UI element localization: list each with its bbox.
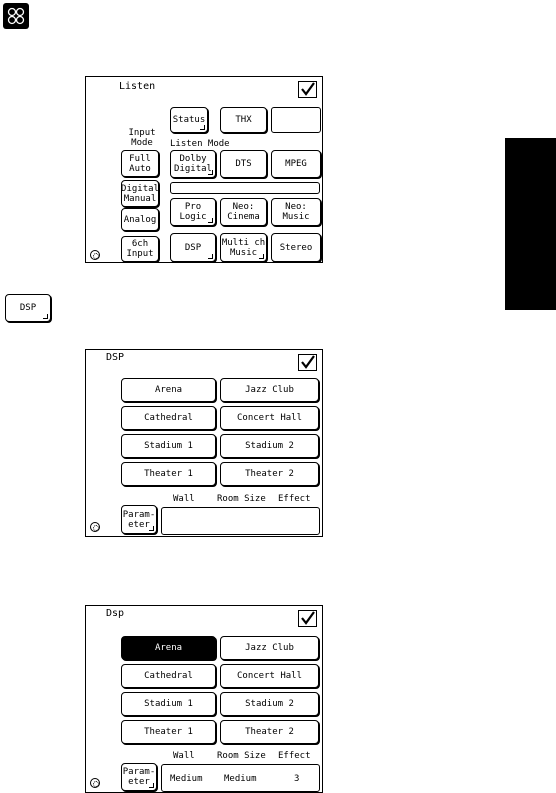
jazz-club-button[interactable]: Jazz Club <box>220 636 319 660</box>
6ch-input-button[interactable]: 6ch Input <box>121 236 159 262</box>
arena-button[interactable]: Arena <box>121 636 216 660</box>
dolby-digital-button[interactable]: Dolby Digital <box>170 150 216 178</box>
stadium-2-button[interactable]: Stadium 2 <box>220 692 319 716</box>
wall-value: Medium <box>170 774 203 784</box>
stereo-button[interactable]: Stereo <box>271 233 321 262</box>
side-tab <box>505 138 556 310</box>
dsp-panel-selected: Dsp Arena Jazz Club Cathedral Concert Ha… <box>85 605 323 793</box>
neo-music-button[interactable]: Neo: Music <box>271 198 321 226</box>
input-mode-label: Input Mode <box>128 128 156 148</box>
room-size-header: Room Size <box>217 751 266 761</box>
dsp-button[interactable]: DSP <box>170 233 216 262</box>
submenu-corner-icon <box>43 314 48 319</box>
parameter-display: Medium Medium 3 <box>161 764 320 792</box>
room-size-header: Room Size <box>217 494 266 504</box>
page-icon[interactable] <box>90 522 100 532</box>
theater-1-button[interactable]: Theater 1 <box>121 720 216 744</box>
submenu-corner-icon <box>200 125 205 130</box>
digital-manual-button[interactable]: Digital Manual <box>121 180 159 207</box>
concert-hall-button[interactable]: Concert Hall <box>220 664 319 688</box>
parameter-button[interactable]: Param- eter <box>121 763 157 791</box>
submenu-corner-icon <box>149 783 154 788</box>
submenu-corner-icon <box>149 526 154 531</box>
room-size-value: Medium <box>224 774 257 784</box>
status-button[interactable]: Status <box>170 107 208 133</box>
submenu-corner-icon <box>208 254 213 259</box>
page-icon[interactable] <box>90 250 100 260</box>
stadium-2-button[interactable]: Stadium 2 <box>220 434 319 458</box>
parameter-display <box>161 507 320 535</box>
submenu-corner-icon <box>259 254 264 259</box>
effect-value: 3 <box>294 774 300 784</box>
checkmark-icon[interactable] <box>298 81 317 98</box>
cathedral-button[interactable]: Cathedral <box>121 664 216 688</box>
listen-mode-label: Listen Mode <box>170 139 230 149</box>
full-auto-button[interactable]: Full Auto <box>121 150 159 177</box>
theater-2-button[interactable]: Theater 2 <box>220 720 319 744</box>
dsp-panel: DSP Arena Jazz Club Cathedral Concert Ha… <box>85 349 323 537</box>
effect-header: Effect <box>278 494 311 504</box>
setup-remote-icon <box>3 3 29 29</box>
wall-header: Wall <box>173 494 195 504</box>
dsp-key-button[interactable]: DSP <box>5 294 51 322</box>
theater-1-button[interactable]: Theater 1 <box>121 462 216 486</box>
theater-2-button[interactable]: Theater 2 <box>220 462 319 486</box>
neo-cinema-button[interactable]: Neo: Cinema <box>220 198 267 226</box>
dts-button[interactable]: DTS <box>220 150 267 178</box>
listen-panel: Listen Status THX Input Mode Listen Mode… <box>85 76 323 263</box>
submenu-corner-icon <box>208 218 213 223</box>
submenu-corner-icon <box>208 170 213 175</box>
checkmark-icon[interactable] <box>298 354 317 371</box>
concert-hall-button[interactable]: Concert Hall <box>220 406 319 430</box>
pro-logic-button[interactable]: Pro Logic <box>170 198 216 226</box>
arena-button[interactable]: Arena <box>121 378 216 402</box>
checkmark-icon[interactable] <box>298 610 317 627</box>
panel-title: DSP <box>106 352 125 363</box>
jazz-club-button[interactable]: Jazz Club <box>220 378 319 402</box>
info-bar <box>170 182 320 194</box>
stadium-1-button[interactable]: Stadium 1 <box>121 692 216 716</box>
panel-title: Listen <box>119 81 156 92</box>
panel-title: Dsp <box>106 608 125 619</box>
cathedral-button[interactable]: Cathedral <box>121 406 216 430</box>
analog-button[interactable]: Analog <box>121 208 159 231</box>
page-icon[interactable] <box>90 778 100 788</box>
stadium-1-button[interactable]: Stadium 1 <box>121 434 216 458</box>
thx-button[interactable]: THX <box>220 107 267 133</box>
wall-header: Wall <box>173 751 195 761</box>
parameter-button[interactable]: Param- eter <box>121 505 157 534</box>
multi-ch-music-button[interactable]: Multi ch Music <box>220 233 267 262</box>
display-box <box>271 107 321 133</box>
mpeg-button[interactable]: MPEG <box>271 150 321 178</box>
effect-header: Effect <box>278 751 311 761</box>
